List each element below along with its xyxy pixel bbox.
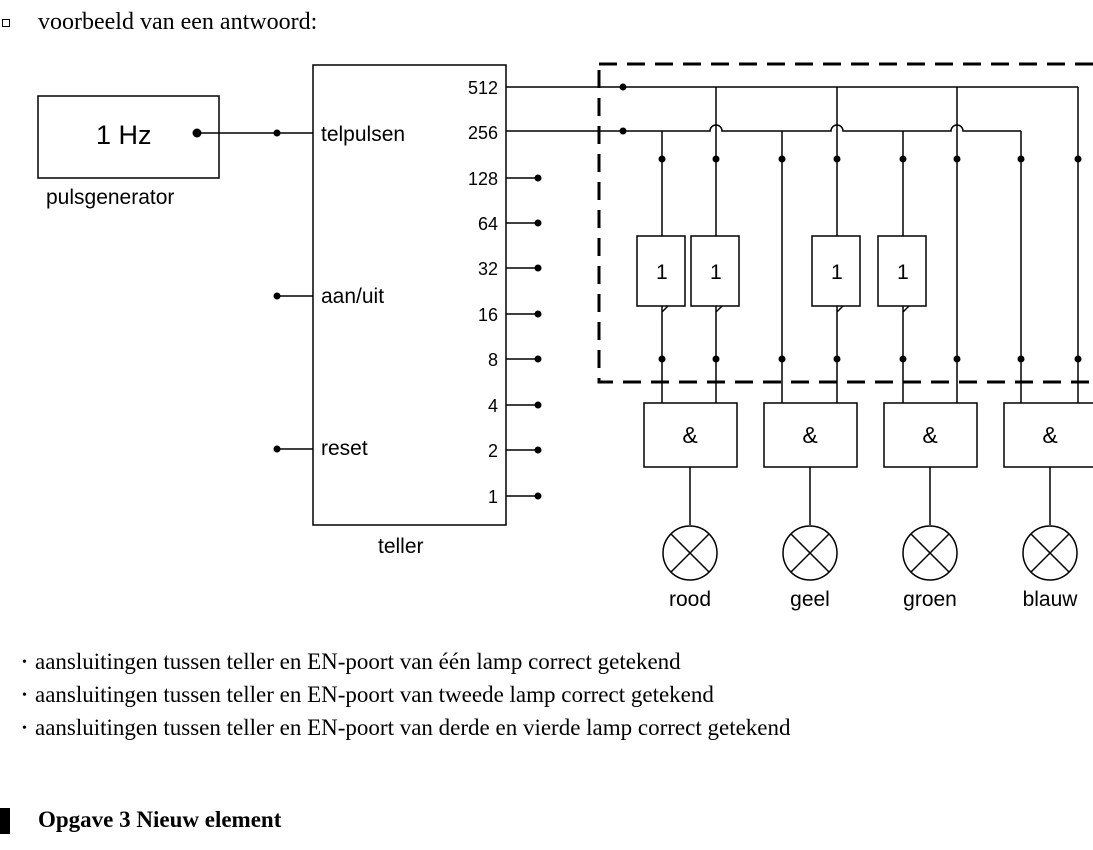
junction-dots <box>192 83 1082 500</box>
bullet-icon: • <box>22 688 27 703</box>
output-2: 2 <box>488 441 498 461</box>
lamp-blauw-icon <box>1022 525 1078 581</box>
lamp-label-geel: geel <box>790 588 830 611</box>
lamp-rood-icon <box>662 525 718 581</box>
diagram-labels: 1 Hz pulsgenerator telpulsen aan/uit res… <box>46 78 1078 611</box>
input-aan-uit: aan/uit <box>321 285 384 308</box>
output-16: 16 <box>478 305 498 325</box>
circuit-diagram: 1 Hz pulsgenerator telpulsen aan/uit res… <box>37 62 1093 611</box>
input-reset: reset <box>321 437 368 460</box>
not-gate-symbol: 1 <box>710 261 722 284</box>
output-32: 32 <box>478 259 498 279</box>
output-8: 8 <box>488 350 498 370</box>
not-gate-symbol: 1 <box>831 261 843 284</box>
lamp-label-groen: groen <box>903 588 957 611</box>
not-gate <box>690 235 740 307</box>
not-gate <box>877 235 927 307</box>
counter-box <box>312 64 507 526</box>
output-512: 512 <box>468 78 498 98</box>
not-gate <box>811 235 861 307</box>
and-gate-symbol: & <box>922 422 937 448</box>
bullet-icon: • <box>22 655 27 670</box>
answer-region-dashed <box>597 62 1093 384</box>
output-4: 4 <box>488 396 498 416</box>
and-gate-symbol: & <box>802 422 817 448</box>
lamp-label-blauw: blauw <box>1023 588 1079 611</box>
output-256: 256 <box>468 123 498 143</box>
scoring-criteria: •aansluitingen tussen teller en EN-poort… <box>22 646 791 745</box>
generator-label: pulsgenerator <box>46 186 174 209</box>
and-gate-symbol: & <box>682 422 697 448</box>
input-telpulsen: telpulsen <box>321 123 405 146</box>
output-1: 1 <box>488 487 498 507</box>
checkbox-icon <box>2 19 10 27</box>
intro-text: voorbeeld van een antwoord: <box>38 9 318 35</box>
pulse-generator-box <box>37 95 220 179</box>
section-marker <box>0 808 10 834</box>
output-128: 128 <box>468 169 498 189</box>
lamp-label-rood: rood <box>669 588 711 611</box>
section-title: Opgave 3 Nieuw element <box>38 807 282 832</box>
lamp-groen-icon <box>902 525 958 581</box>
criterion-item: •aansluitingen tussen teller en EN-poort… <box>22 679 791 712</box>
bus-256 <box>506 124 1021 132</box>
not-gate <box>636 235 686 307</box>
and-gate-symbol: & <box>1042 422 1057 448</box>
not-gate-symbol: 1 <box>897 261 909 284</box>
criterion-item: •aansluitingen tussen teller en EN-poort… <box>22 712 791 745</box>
criterion-item: •aansluitingen tussen teller en EN-poort… <box>22 646 791 679</box>
output-64: 64 <box>478 214 498 234</box>
counter-label: teller <box>378 535 424 558</box>
generator-frequency: 1 Hz <box>96 120 152 150</box>
lamp-geel-icon <box>782 525 838 581</box>
wires <box>37 62 1093 581</box>
not-gate-symbol: 1 <box>656 261 668 284</box>
bullet-icon: • <box>22 721 27 736</box>
